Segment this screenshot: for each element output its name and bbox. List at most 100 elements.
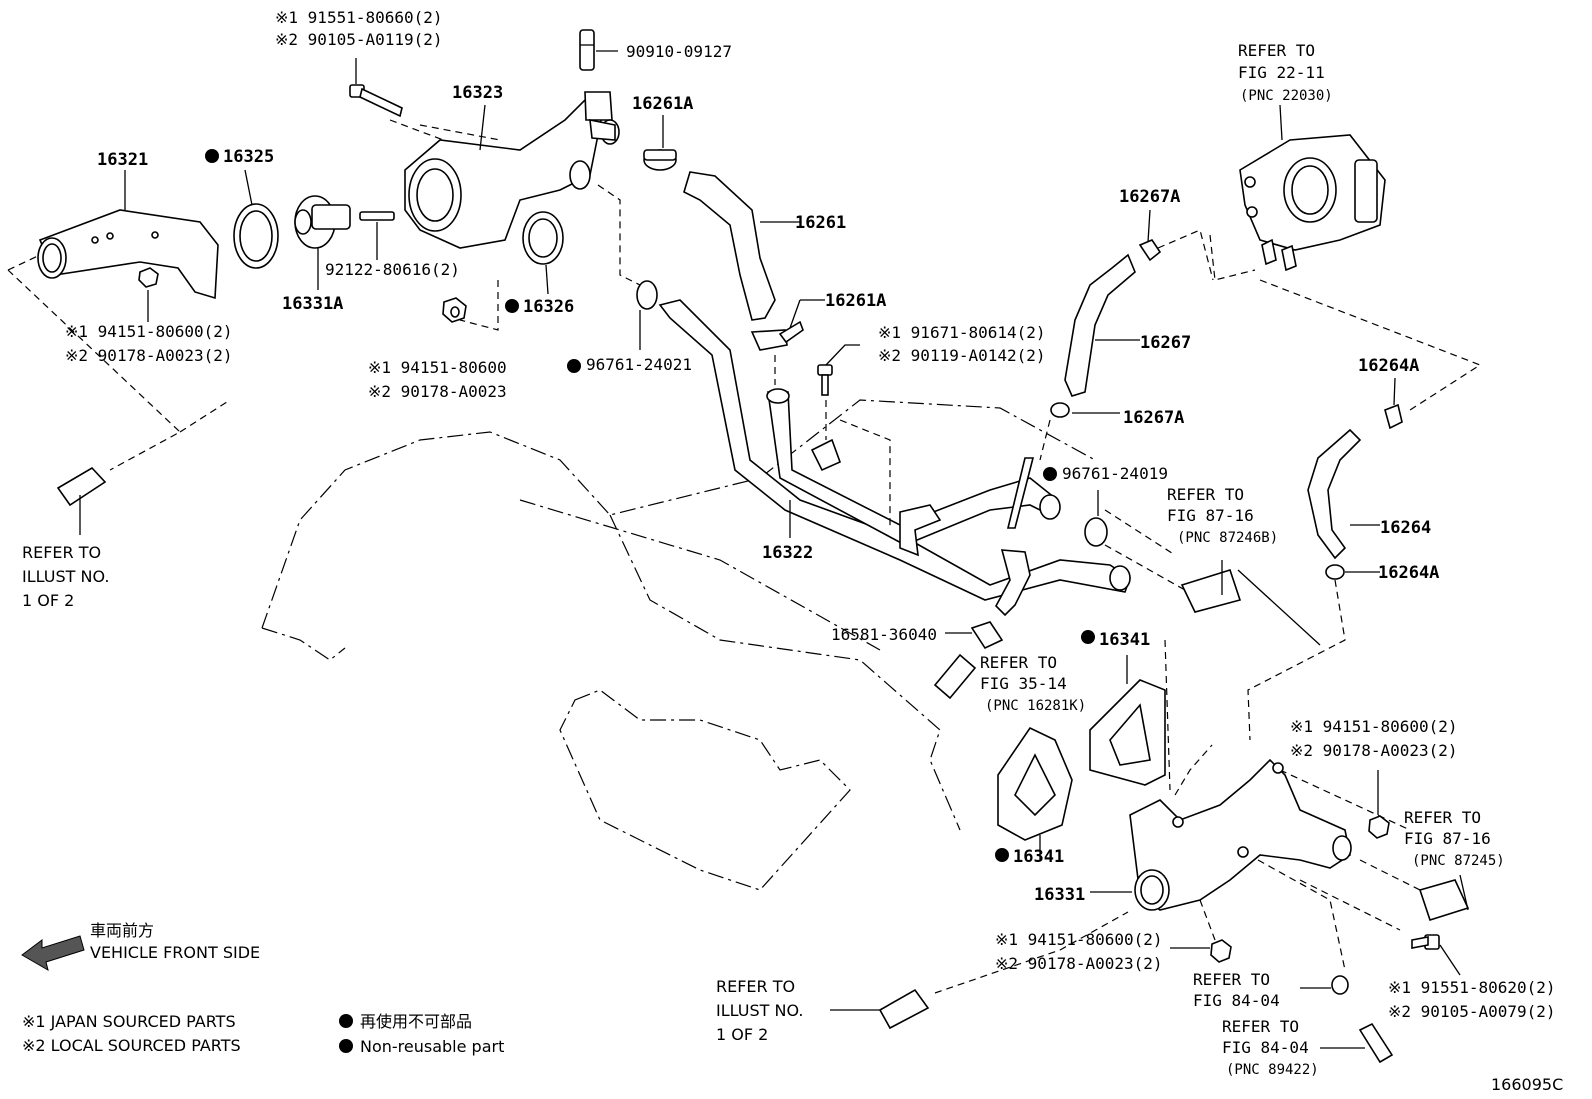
callout-nut-right-1: ※1 94151-80600(2)	[1290, 717, 1458, 736]
part-16581-connector[interactable]	[970, 621, 1004, 650]
label-96761-24021: 96761-24021	[586, 355, 692, 374]
refer-fig84-fig: FIG 84-04	[1193, 991, 1280, 1010]
refer-fig84b-fig: FIG 84-04	[1222, 1038, 1309, 1057]
label-16321: 16321	[97, 150, 148, 170]
refer-heater-fig: FIG 87-16	[1404, 829, 1491, 848]
part-16261-hose[interactable]	[683, 171, 776, 321]
refer-fig84b-pnc: (PNC 89422)	[1226, 1062, 1319, 1078]
callout-nut-right-2: ※2 90178-A0023(2)	[1290, 741, 1458, 760]
callout-nut-bottom-2: ※2 90178-A0023(2)	[995, 954, 1163, 973]
refer-illust-left-2: ILLUST NO.	[22, 567, 109, 586]
refer-heater-pnc: (PNC 87245)	[1412, 853, 1505, 869]
nonreusable-dot-icon	[339, 1014, 353, 1028]
part-16267A-clamp-mid[interactable]	[1050, 402, 1070, 418]
refer-hose-pnc: (PNC 87246B)	[1177, 530, 1278, 546]
bolt-top[interactable]	[349, 84, 403, 118]
hose-stub-bottom	[878, 988, 930, 1030]
part-16321[interactable]	[37, 209, 219, 300]
refer-fig84b-1: REFER TO	[1222, 1017, 1299, 1036]
part-16261A-clamp-mid[interactable]	[750, 320, 804, 351]
part-16267-hose[interactable]	[1064, 253, 1136, 397]
label-16322: 16322	[762, 543, 813, 563]
label-16267A-mid: 16267A	[1123, 408, 1184, 428]
label-16267A-top: 16267A	[1119, 187, 1180, 207]
part-16264A-clamp-bot[interactable]	[1325, 564, 1345, 580]
part-16331A-thermostat[interactable]	[294, 195, 351, 249]
label-16331A: 16331A	[282, 294, 343, 314]
vehicle-front-jp: 車両前方	[90, 921, 154, 940]
part-16341-gasket-top[interactable]	[1089, 679, 1166, 786]
label-16323: 16323	[452, 83, 503, 103]
part-16261A-clamp-top[interactable]	[643, 149, 677, 171]
refer-hose-1: REFER TO	[1167, 485, 1244, 504]
diagram-code: 166095C	[1491, 1075, 1563, 1094]
label-90910: 90910-09127	[626, 42, 732, 61]
bolt-bottom[interactable]	[1411, 934, 1440, 950]
label-16341-bot: 16341	[1013, 847, 1064, 867]
engine-outline	[261, 399, 1096, 891]
part-96761-24019[interactable]	[1084, 517, 1108, 547]
hose-stub-left	[56, 466, 107, 507]
label-16261A-top: 16261A	[632, 94, 693, 114]
callout-bolt-top-2: ※2 90105-A0119(2)	[275, 30, 443, 49]
refer-illust-bottom-3: 1 OF 2	[716, 1025, 768, 1044]
callout-bolt-mid-2: ※2 90119-A0142(2)	[878, 346, 1046, 365]
part-fig84-sensor[interactable]	[1358, 1022, 1394, 1064]
leader-top	[389, 119, 641, 331]
label-16331: 16331	[1034, 885, 1085, 905]
refer-illust-left-1: REFER TO	[22, 543, 101, 562]
leader-left	[7, 254, 231, 471]
part-16267A-clamp-top[interactable]	[1138, 239, 1162, 262]
callout-bolt-mid-1: ※1 91671-80614(2)	[878, 323, 1046, 342]
label-16264A-bot: 16264A	[1378, 563, 1439, 583]
label-16261: 16261	[795, 213, 846, 233]
refer-hose-fig: FIG 87-16	[1167, 506, 1254, 525]
part-16264A-clamp-top[interactable]	[1384, 403, 1403, 430]
part-16331-inlet[interactable]	[1129, 758, 1352, 911]
part-92122-stud[interactable]	[359, 211, 395, 221]
callout-bolt-bottom-2: ※2 90105-A0079(2)	[1388, 1002, 1556, 1021]
part-16322-pipe[interactable]	[658, 299, 1131, 617]
callout-nut-mid-1: ※1 94151-80600	[368, 358, 507, 377]
callout-bolt-top-1: ※1 91551-80660(2)	[275, 8, 443, 27]
label-16264: 16264	[1380, 518, 1431, 538]
legend-local-parts: ※2 LOCAL SOURCED PARTS	[22, 1036, 241, 1055]
nonreusable-dot-icon-2	[339, 1039, 353, 1053]
bolt-mid[interactable]	[817, 364, 833, 396]
nut-bottom[interactable]	[1210, 939, 1232, 963]
refer-throttle-fig: FIG 22-11	[1238, 63, 1325, 82]
legend-nonreusable-en: Non-reusable part	[360, 1037, 504, 1056]
part-16264-hose[interactable]	[1307, 428, 1362, 560]
hose-stub-87246B	[1180, 569, 1242, 613]
part-90910-sensor[interactable]	[579, 29, 595, 71]
refer-throttle-1: REFER TO	[1238, 41, 1315, 60]
refer-heater-1: REFER TO	[1404, 808, 1481, 827]
nut-left[interactable]	[138, 267, 159, 288]
part-96761-24021[interactable]	[636, 280, 658, 310]
label-92122: 92122-80616(2)	[325, 260, 460, 279]
label-16341-top: 16341	[1099, 630, 1150, 650]
refer-fig35-1: REFER TO	[980, 653, 1057, 672]
refer-throttle-pnc: (PNC 22030)	[1240, 88, 1333, 104]
refer-fig35-fig: FIG 35-14	[980, 674, 1067, 693]
label-16267: 16267	[1140, 333, 1191, 353]
part-16341-gasket-bot[interactable]	[997, 726, 1073, 841]
callout-nut-bottom-1: ※1 94151-80600(2)	[995, 930, 1163, 949]
label-16325: 16325	[223, 147, 274, 167]
throttle-body[interactable]	[1239, 134, 1386, 272]
callout-bolt-bottom-1: ※1 91551-80620(2)	[1388, 978, 1556, 997]
callout-nut-mid-2: ※2 90178-A0023	[368, 382, 507, 401]
refer-illust-left-3: 1 OF 2	[22, 591, 74, 610]
label-96761-24019: 96761-24019	[1062, 464, 1168, 483]
vehicle-front-en: VEHICLE FRONT SIDE	[90, 943, 260, 962]
label-16326: 16326	[523, 297, 574, 317]
legend-japan-parts: ※1 JAPAN SOURCED PARTS	[22, 1012, 236, 1031]
refer-fig35-pnc: (PNC 16281K)	[985, 698, 1086, 714]
part-fig84-washer[interactable]	[1331, 975, 1349, 995]
part-16323-housing[interactable]	[404, 91, 620, 249]
refer-illust-bottom-2: ILLUST NO.	[716, 1001, 803, 1020]
refer-illust-bottom-1: REFER TO	[716, 977, 795, 996]
label-16581: 16581-36040	[831, 625, 937, 644]
nut-right[interactable]	[1368, 815, 1390, 839]
